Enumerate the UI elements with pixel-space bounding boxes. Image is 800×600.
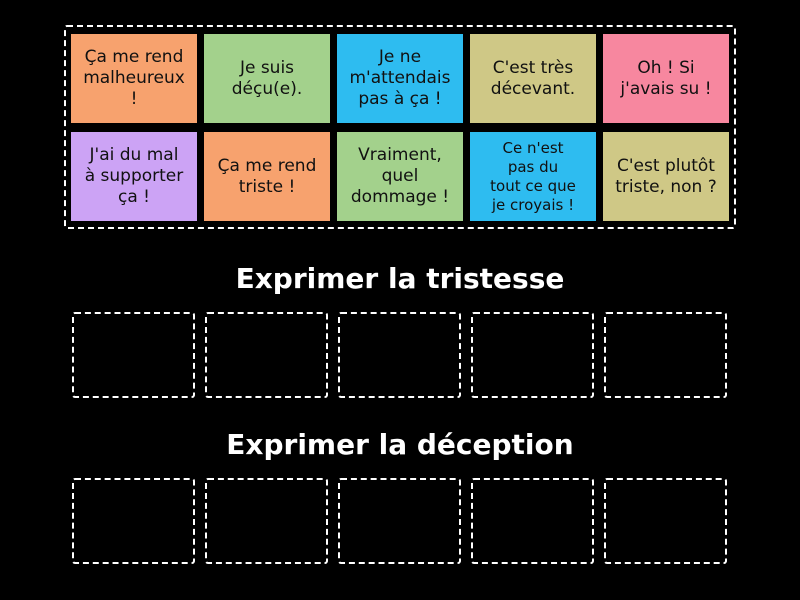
drop-slot[interactable]	[338, 478, 461, 564]
drop-slot[interactable]	[338, 312, 461, 398]
answer-card[interactable]: Ça me rend triste !	[204, 132, 330, 221]
answer-card[interactable]: Vraiment, quel dommage !	[337, 132, 463, 221]
card-tray	[64, 25, 736, 229]
answer-card[interactable]: Ça me rend malheureux !	[71, 34, 197, 123]
drop-slot[interactable]	[72, 312, 195, 398]
drop-slot[interactable]	[72, 478, 195, 564]
answer-card[interactable]: Oh ! Si j'avais su !	[603, 34, 729, 123]
answer-card[interactable]: Je suis déçu(e).	[204, 34, 330, 123]
answer-card[interactable]: Je ne m'attendais pas à ça !	[337, 34, 463, 123]
drop-slot[interactable]	[604, 478, 727, 564]
drop-slot[interactable]	[205, 478, 328, 564]
answer-card[interactable]: C'est plutôt triste, non ?	[603, 132, 729, 221]
answer-card[interactable]: J'ai du mal à supporter ça !	[71, 132, 197, 221]
answer-card[interactable]: Ce n'est pas du tout ce que je croyais !	[470, 132, 596, 221]
drop-slot[interactable]	[604, 312, 727, 398]
drop-slot[interactable]	[471, 312, 594, 398]
group-heading-deception: Exprimer la déception	[226, 428, 574, 461]
answer-card[interactable]: C'est très décevant.	[470, 34, 596, 123]
drop-slot[interactable]	[471, 478, 594, 564]
group-heading-tristesse: Exprimer la tristesse	[235, 262, 565, 295]
drop-slot[interactable]	[205, 312, 328, 398]
